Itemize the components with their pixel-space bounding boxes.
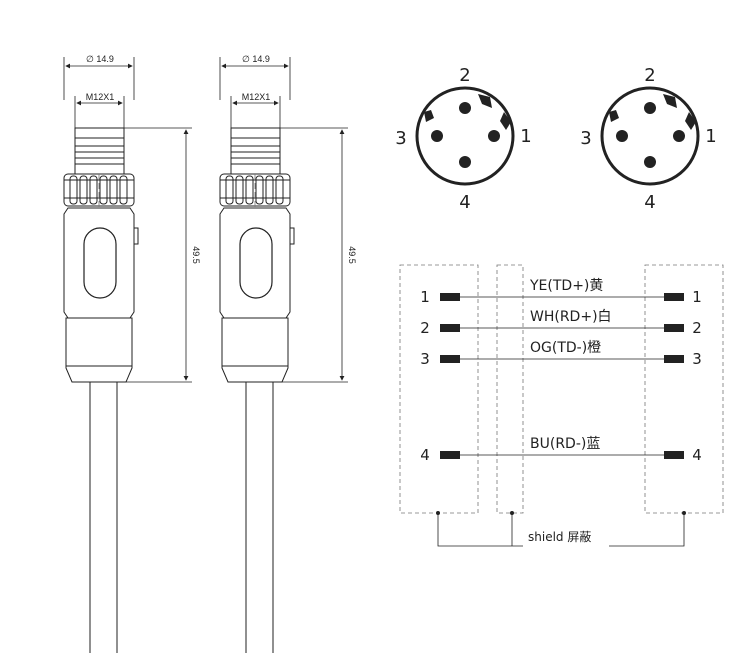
wiring-right-pin-3: 3: [692, 350, 702, 368]
pin-label-bottom: 4: [644, 192, 655, 213]
pin-label-bottom: 4: [459, 192, 470, 213]
pin-dot: [616, 130, 628, 142]
right-connector-box: [644, 264, 724, 514]
wiring-diagram: [399, 264, 724, 547]
wiring-right-pin-1: 1: [692, 288, 702, 306]
wire-label-4: BU(RD-)蓝: [530, 436, 600, 452]
wire-label-2: WH(RD+)白: [530, 309, 612, 325]
pin-label-top: 2: [459, 65, 470, 86]
pin-terminal-left-2: [440, 324, 460, 332]
pin-dot: [431, 130, 443, 142]
shield-label: shield 屏蔽: [528, 530, 591, 544]
wiring-left-pin-2: 2: [420, 319, 430, 337]
wiring-right-pin-4: 4: [692, 446, 702, 464]
pin-face-right: [600, 86, 700, 186]
pin-dot: [459, 102, 471, 114]
pin-dot: [644, 156, 656, 168]
thread-label-left: M12X1: [86, 92, 115, 102]
pin-label-top: 2: [644, 65, 655, 86]
wiring-right-pin-2: 2: [692, 319, 702, 337]
pin-dot: [673, 130, 685, 142]
pin-label-left: 3: [395, 128, 406, 149]
diameter-label-right: ∅ 14.9: [242, 54, 270, 64]
pin-terminal-right-4: [664, 451, 684, 459]
pin-terminal-right-2: [664, 324, 684, 332]
pin-terminal-left-4: [440, 451, 460, 459]
pin-label-right: 1: [705, 126, 716, 147]
wiring-left-pin-1: 1: [420, 288, 430, 306]
connector-left: [63, 57, 192, 653]
length-label-right: 49.5: [347, 246, 357, 264]
pin-terminal-left-1: [440, 293, 460, 301]
pin-dot: [488, 130, 500, 142]
cable-box: [496, 264, 524, 514]
pin-terminal-right-3: [664, 355, 684, 363]
pin-label-left: 3: [580, 128, 591, 149]
pin-label-right: 1: [520, 126, 531, 147]
pin-terminal-right-1: [664, 293, 684, 301]
thread-label-right: M12X1: [242, 92, 271, 102]
diameter-label-left: ∅ 14.9: [86, 54, 114, 64]
connector-right: [219, 57, 348, 653]
left-connector-box: [399, 264, 479, 514]
wire-label-3: OG(TD-)橙: [530, 340, 601, 356]
pin-face-left: [415, 86, 515, 186]
pin-dot: [644, 102, 656, 114]
pin-dot: [459, 156, 471, 168]
shield-wire-left: [437, 513, 523, 547]
wiring-left-pin-3: 3: [420, 350, 430, 368]
pin-terminal-left-3: [440, 355, 460, 363]
wiring-left-pin-4: 4: [420, 446, 430, 464]
length-label-left: 49.5: [191, 246, 201, 264]
wire-label-1: YE(TD+)黄: [529, 277, 603, 294]
shield-wire-right: [609, 513, 685, 547]
